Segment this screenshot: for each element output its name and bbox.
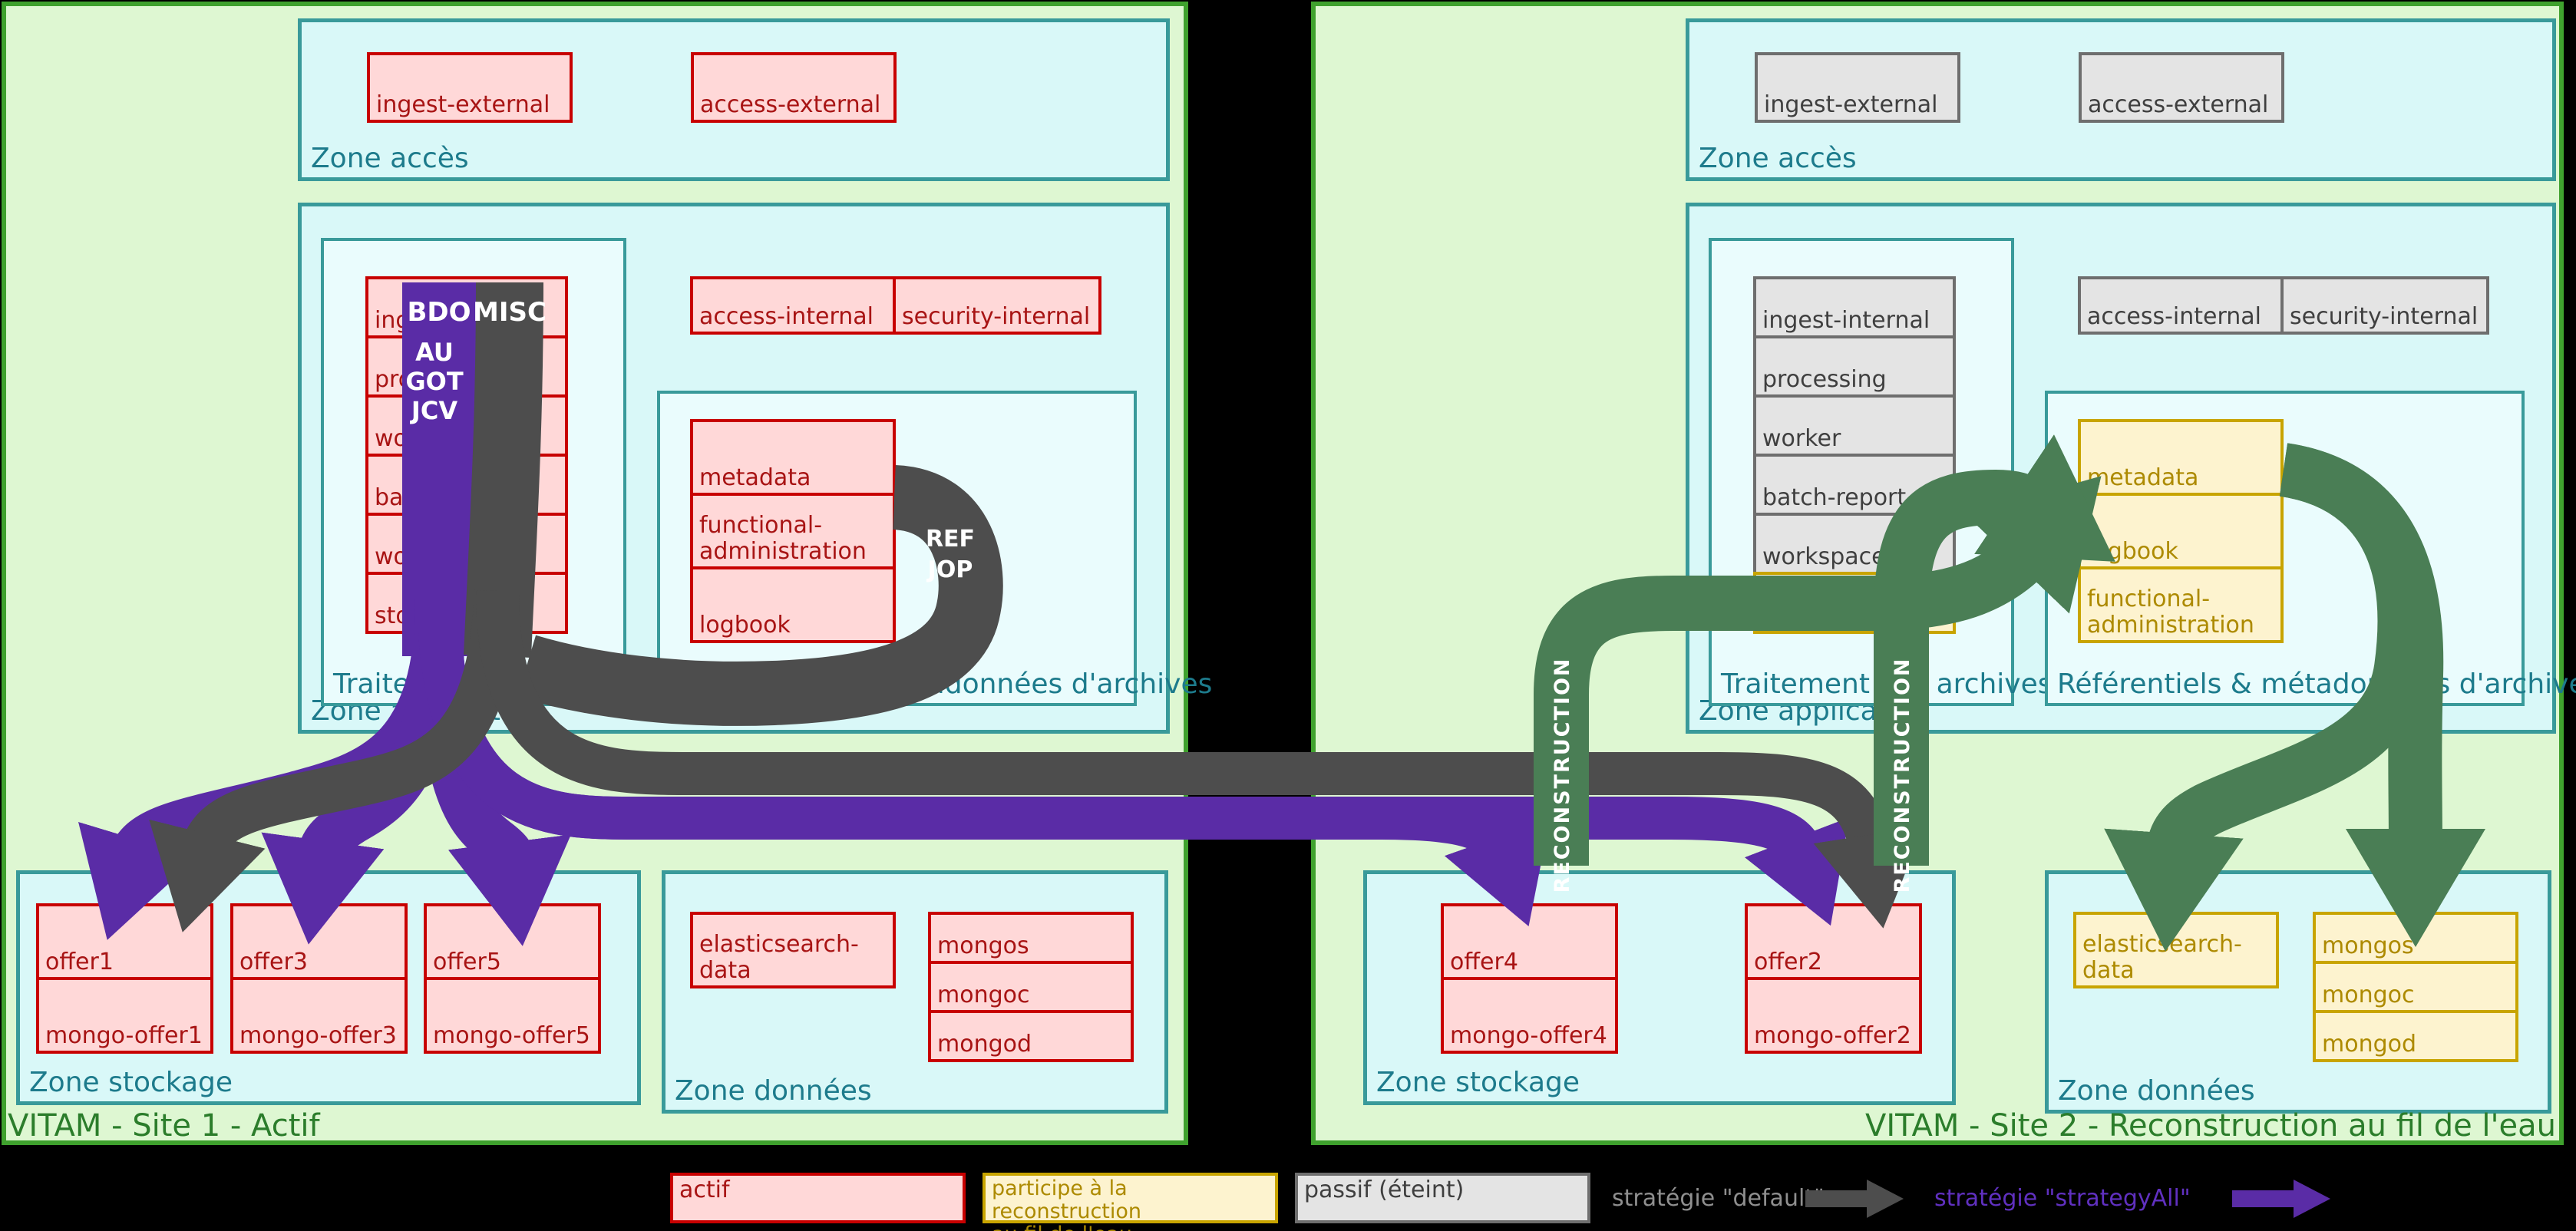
site2-functional-administration-box: functional-administration: [2078, 566, 2284, 643]
site2-zone-stockage-label: Zone stockage: [1376, 1067, 1580, 1098]
legend-strategie-default-label: stratégie "default": [1612, 1185, 1825, 1212]
site2-metadata-box: metadata: [2078, 419, 2284, 496]
site1-zone-acces-label: Zone accès: [311, 143, 469, 174]
site1-workspace-box: workspace: [365, 513, 568, 575]
site1-offer1-box: offer1: [36, 903, 213, 980]
site2-access-external-box: access-external: [2079, 52, 2284, 123]
site1-mongos-box: mongos: [928, 912, 1134, 964]
site2-mongo-offer2-box: mongo-offer2: [1745, 977, 1922, 1054]
site1-logbook-box: logbook: [690, 566, 896, 643]
site1-storage-box: storage: [365, 572, 568, 634]
site1-ingest-internal-box: ingest-internal: [365, 276, 568, 338]
site2-zone-acces-label: Zone accès: [1699, 143, 1857, 174]
site2-ingest-external-box: ingest-external: [1755, 52, 1960, 123]
site2-access-internal-box: access-internal: [2078, 276, 2284, 335]
site2-offer4-box: offer4: [1441, 903, 1618, 980]
site1-batch-report-box: batch-report: [365, 454, 568, 516]
site1-mongo-offer5-box: mongo-offer5: [424, 977, 601, 1054]
site2-mongos-box: mongos: [2313, 912, 2518, 964]
site1-mongod-box: mongod: [928, 1010, 1134, 1062]
site1-zone-donnees-label: Zone données: [675, 1075, 872, 1107]
site1-offer5-box: offer5: [424, 903, 601, 980]
site2-logbook-box: logbook: [2078, 493, 2284, 569]
site1-processing-box: processing: [365, 335, 568, 398]
site1-metadata-box: metadata: [690, 419, 896, 496]
legend-strategyall-arrow-icon: [2232, 1180, 2330, 1218]
legend-default-arrow-icon: [1805, 1180, 1904, 1218]
site1-elasticsearch-data-box: elasticsearch-data: [690, 912, 896, 988]
site1-access-external-box: access-external: [691, 52, 897, 123]
site2-worker-box: worker: [1753, 394, 1956, 457]
site2-referentiels-label: Référentiels & métadonnées d'archives: [2057, 668, 2576, 700]
site2-traitement-label: Traitement des archives: [1721, 668, 2053, 700]
site1-title: VITAM - Site 1 - Actif: [8, 1108, 320, 1144]
site2-mongoc-box: mongoc: [2313, 961, 2518, 1013]
site2-zone-donnees-label: Zone données: [2058, 1075, 2255, 1107]
legend-passif-box: passif (éteint): [1295, 1173, 1590, 1223]
legend-participe-box: participe à la reconstructionau fil de l…: [983, 1173, 1278, 1231]
site2-batch-report-box: batch-report: [1753, 454, 1956, 516]
legend-actif-box: actif: [670, 1173, 966, 1223]
site2-mongo-offer4-box: mongo-offer4: [1441, 977, 1618, 1054]
site1-access-internal-box: access-internal: [690, 276, 896, 335]
site1-zone-stockage-label: Zone stockage: [29, 1067, 233, 1098]
site2-elasticsearch-data-box: elasticsearch-data: [2073, 912, 2279, 988]
site2-title: VITAM - Site 2 - Reconstruction au fil d…: [1864, 1108, 2556, 1144]
site2-security-internal-box: security-internal: [2280, 276, 2489, 335]
site2-offer2-box: offer2: [1745, 903, 1922, 980]
site1-security-internal-box: security-internal: [893, 276, 1101, 335]
legend-strategie-strategyall-label: stratégie "strategyAll": [1934, 1185, 2191, 1212]
site2-processing-box: processing: [1753, 335, 1956, 398]
site2-workspace-box: workspace: [1753, 513, 1956, 575]
site1-ingest-external-box: ingest-external: [367, 52, 573, 123]
site1-mongo-offer3-box: mongo-offer3: [230, 977, 408, 1054]
site1-referentiels-label: Référentiels & métadonnées d'archives: [669, 668, 1213, 700]
site1-traitement-label: Traitement des archives: [333, 668, 665, 700]
site1-mongoc-box: mongoc: [928, 961, 1134, 1013]
site1-mongo-offer1-box: mongo-offer1: [36, 977, 213, 1054]
site1-functional-administration-box: functional-administration: [690, 493, 896, 569]
site2-mongod-box: mongod: [2313, 1010, 2518, 1062]
site1-worker-box: worker: [365, 394, 568, 457]
site2-storage-box: storage: [1753, 572, 1956, 634]
site2-ingest-internal-box: ingest-internal: [1753, 276, 1956, 338]
site1-offer3-box: offer3: [230, 903, 408, 980]
